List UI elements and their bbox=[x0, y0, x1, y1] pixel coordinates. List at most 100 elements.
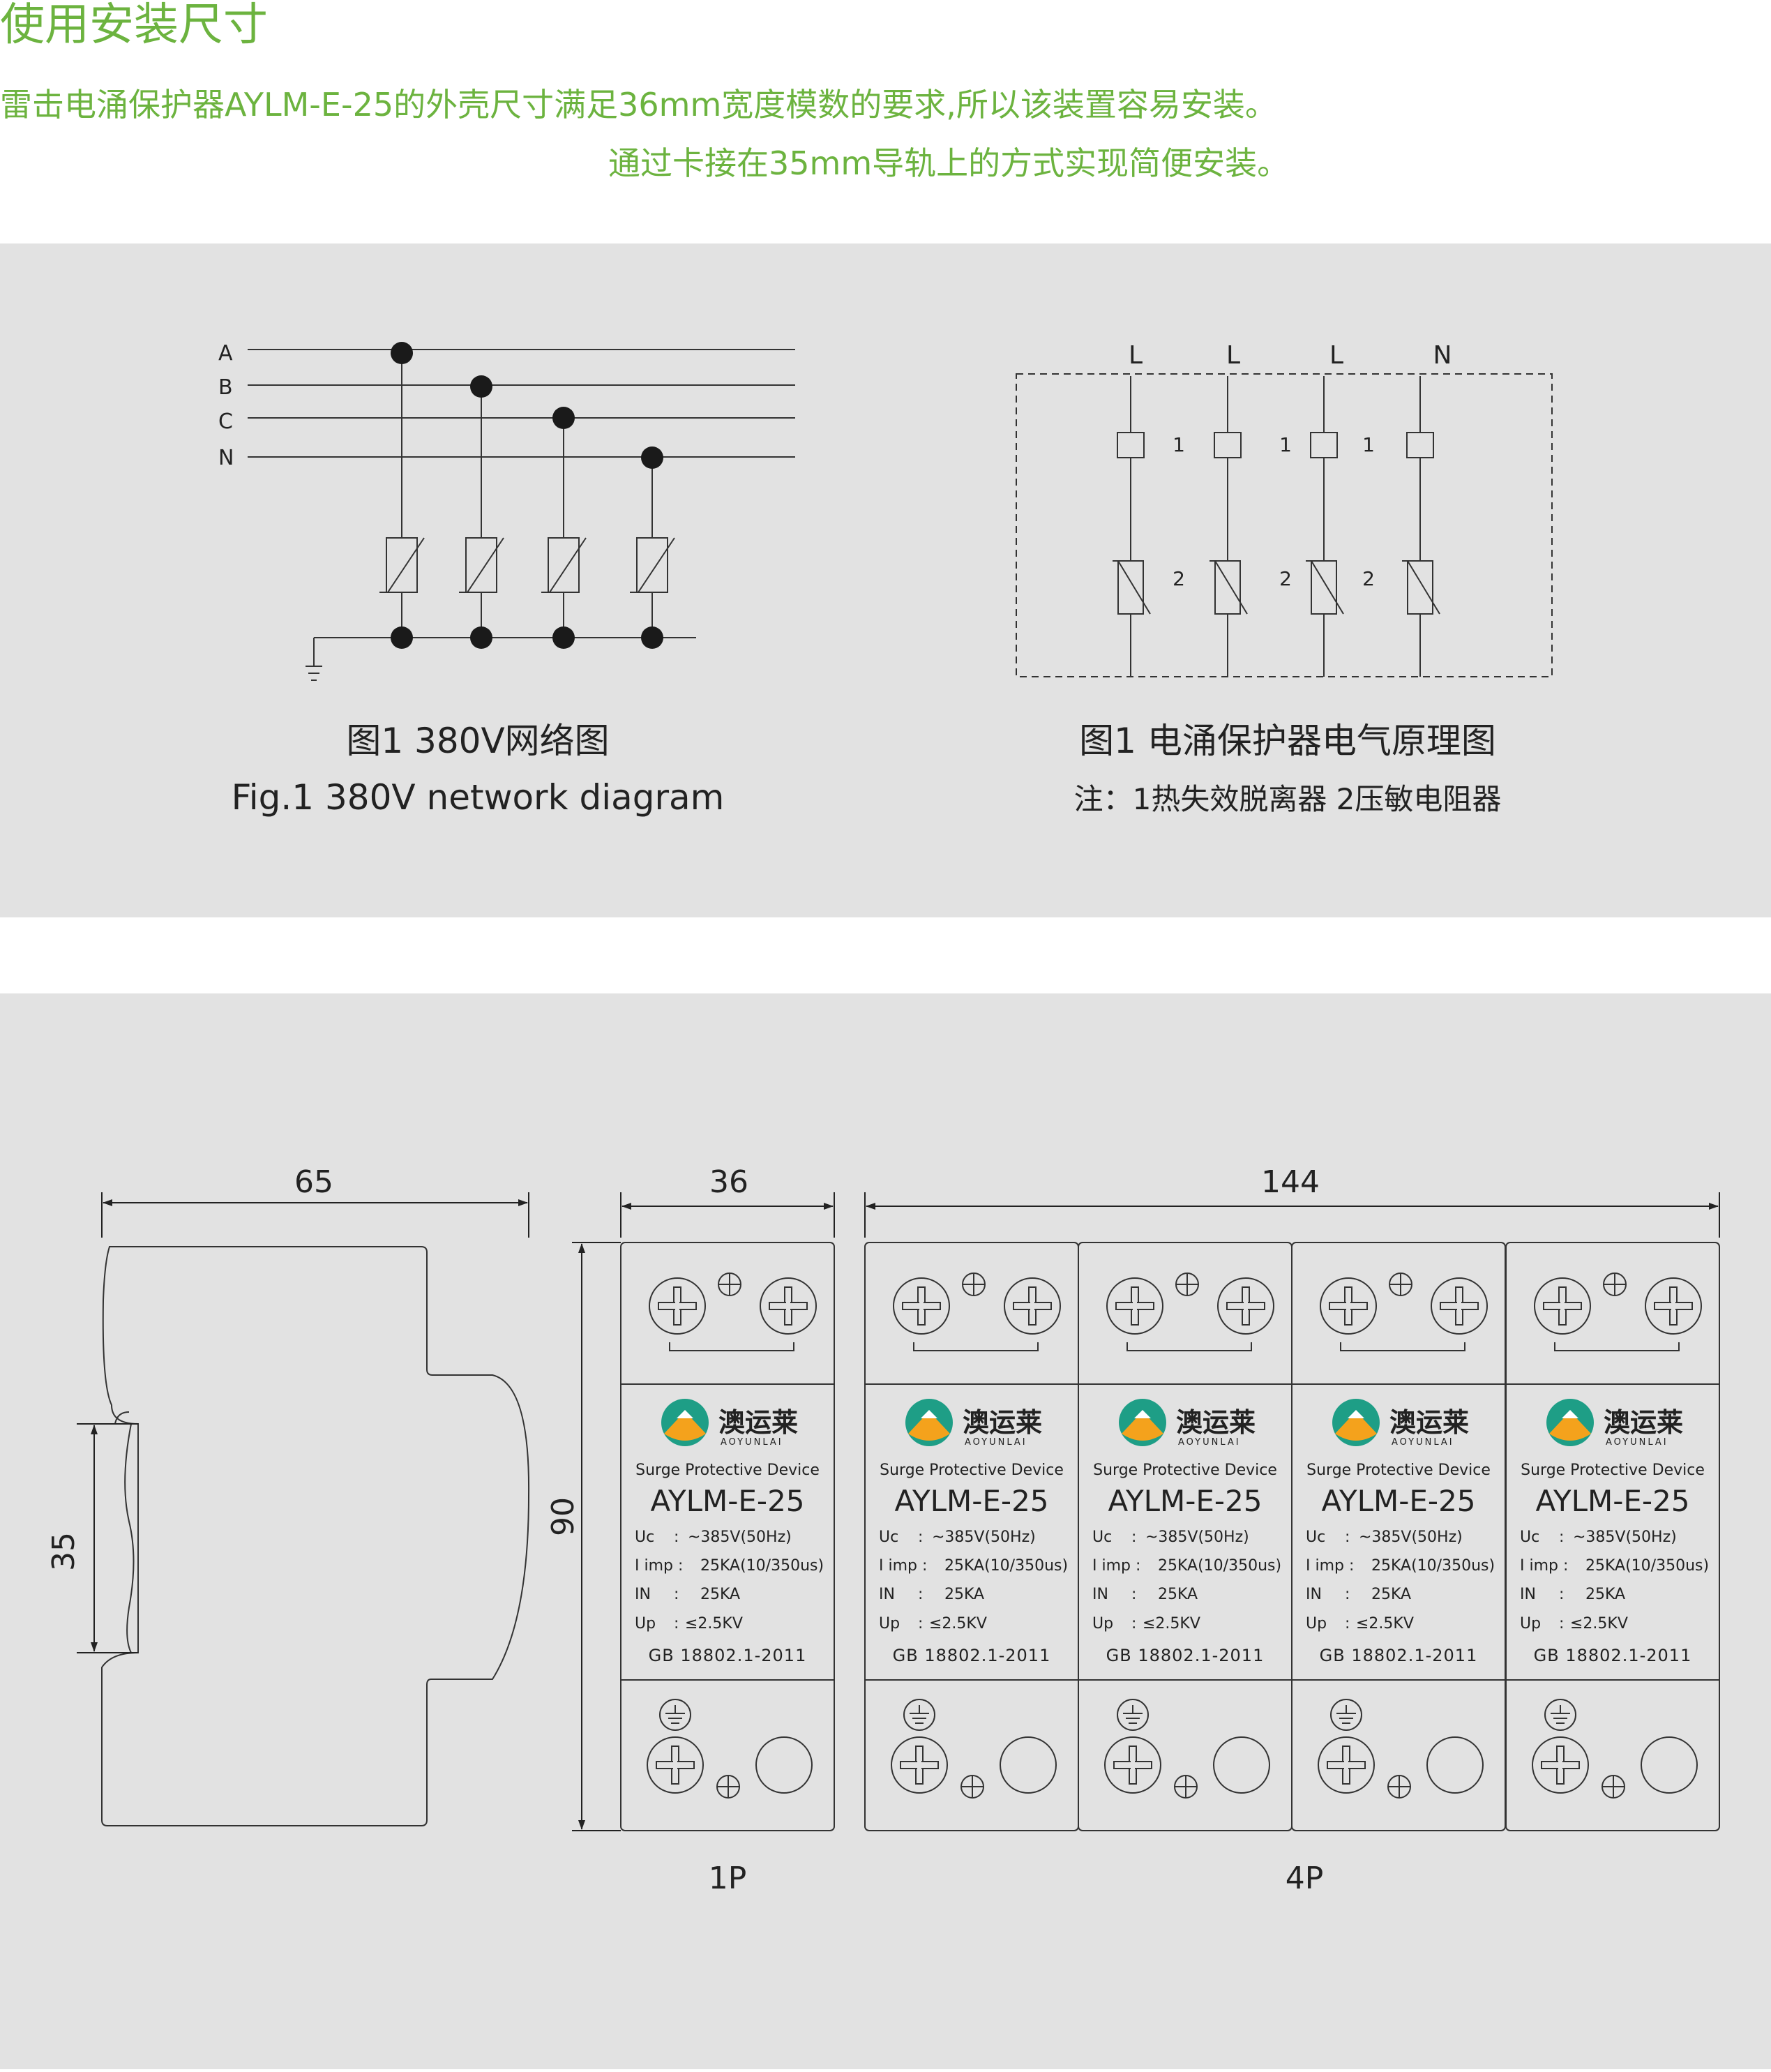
spec-key: IN bbox=[1520, 1586, 1536, 1603]
network-diagram bbox=[248, 349, 795, 681]
device-type: Surge Protective Device bbox=[1093, 1462, 1277, 1479]
spec-value: ~385V(50Hz) bbox=[1145, 1529, 1249, 1546]
dimension-65 bbox=[101, 1192, 529, 1238]
device-type: Surge Protective Device bbox=[1306, 1462, 1491, 1479]
spec-value: ~385V(50Hz) bbox=[1573, 1529, 1677, 1546]
brand-cn: 澳运莱 bbox=[1389, 1407, 1469, 1438]
standard-code: GB 18802.1-2011 bbox=[1106, 1646, 1265, 1665]
module-4p-1: 澳运莱 AOYUNLAI Surge Protective Device AYL… bbox=[864, 1242, 1079, 1831]
standard-code: GB 18802.1-2011 bbox=[893, 1646, 1051, 1665]
brand-cn: 澳运莱 bbox=[718, 1407, 798, 1438]
dimension-36 bbox=[620, 1192, 835, 1238]
intro-line-2: 通过卡接在35mm导轨上的方式实现简便安装。 bbox=[608, 144, 1290, 182]
brand-en: AOYUNLAI bbox=[1392, 1437, 1454, 1448]
spec-sep: : bbox=[922, 1557, 927, 1575]
dimension-144 bbox=[864, 1192, 1720, 1238]
spec-key: Up bbox=[879, 1615, 900, 1632]
dimension-panel: 65 35 36 90 144 澳运莱 AOYUNLAI Surge Prote… bbox=[0, 993, 1771, 2069]
spec-value: 25KA bbox=[700, 1586, 740, 1603]
schematic-label-n: N bbox=[1433, 341, 1452, 370]
dimension-65-label: 65 bbox=[294, 1164, 333, 1200]
brand-cn: 澳运莱 bbox=[963, 1407, 1042, 1438]
brand-cn: 澳运莱 bbox=[1176, 1407, 1256, 1438]
spec-key: I imp bbox=[879, 1557, 917, 1575]
dimension-canvas: 65 35 36 90 144 澳运莱 AOYUNLAI Surge Prote… bbox=[46, 1164, 1720, 1896]
module-1p: 澳运莱 AOYUNLAI Surge Protective Device AYL… bbox=[620, 1242, 835, 1831]
spec-value: ≤2.5KV bbox=[1570, 1615, 1628, 1632]
spec-key: Up bbox=[1520, 1615, 1541, 1632]
brand-logo-icon bbox=[905, 1399, 953, 1446]
spec-key: Uc bbox=[879, 1529, 898, 1546]
fuse-number: 1 bbox=[1279, 433, 1292, 456]
spec-key: I imp bbox=[1520, 1557, 1558, 1575]
schematic-caption: 图1 电涌保护器电气原理图 bbox=[1079, 721, 1496, 761]
network-junction-dots bbox=[391, 342, 663, 649]
model-name: AYLM-E-25 bbox=[1535, 1484, 1689, 1518]
side-view-outline bbox=[101, 1246, 530, 1826]
model-name: AYLM-E-25 bbox=[1108, 1484, 1262, 1518]
spec-key: Uc bbox=[1306, 1529, 1325, 1546]
spec-sep: : bbox=[1563, 1557, 1568, 1575]
spec-sep: : bbox=[1345, 1586, 1350, 1603]
model-name: AYLM-E-25 bbox=[894, 1484, 1048, 1518]
spec-value: 25KA bbox=[1585, 1586, 1625, 1603]
spec-sep: : bbox=[918, 1615, 923, 1632]
label-1p: 1P bbox=[709, 1861, 747, 1896]
spec-key: IN bbox=[1092, 1586, 1108, 1603]
device-type: Surge Protective Device bbox=[1521, 1462, 1705, 1479]
spec-value: ≤2.5KV bbox=[1356, 1615, 1414, 1632]
spec-value: ~385V(50Hz) bbox=[1359, 1529, 1463, 1546]
module-4p-4: 澳运莱 AOYUNLAI Surge Protective Device AYL… bbox=[1505, 1242, 1720, 1831]
standard-code: GB 18802.1-2011 bbox=[1534, 1646, 1692, 1665]
spec-sep: : bbox=[1131, 1529, 1136, 1546]
spec-sep: : bbox=[918, 1529, 923, 1546]
spec-value: ≤2.5KV bbox=[929, 1615, 987, 1632]
spec-sep: : bbox=[1131, 1615, 1136, 1632]
spec-sep: : bbox=[674, 1529, 679, 1546]
spec-value: ~385V(50Hz) bbox=[688, 1529, 792, 1546]
spec-value: 25KA(10/350us) bbox=[1158, 1557, 1281, 1575]
intro-line-1: 雷击电涌保护器AYLM-E-25的外壳尺寸满足36mm宽度模数的要求,所以该装置… bbox=[0, 86, 1277, 123]
phase-label-a: A bbox=[218, 341, 233, 366]
dimension-35-label: 35 bbox=[46, 1532, 82, 1571]
spec-sep: : bbox=[1559, 1586, 1564, 1603]
phase-label-c: C bbox=[218, 410, 233, 434]
spec-value: 25KA(10/350us) bbox=[1371, 1557, 1495, 1575]
spec-value: 25KA bbox=[944, 1586, 984, 1603]
label-4p: 4P bbox=[1286, 1861, 1324, 1896]
schematic-label-l1: L bbox=[1129, 341, 1143, 370]
spec-sep: : bbox=[674, 1586, 679, 1603]
schematic-label-l3: L bbox=[1329, 341, 1343, 370]
schematic-diagram bbox=[1016, 373, 1553, 677]
brand-logo-icon bbox=[1546, 1399, 1594, 1446]
network-caption-en: Fig.1 380V network diagram bbox=[232, 777, 725, 818]
spec-sep: : bbox=[1559, 1615, 1564, 1632]
schematic-note: 注：1热失效脱离器 2压敏电阻器 bbox=[1074, 782, 1502, 816]
spec-key: Up bbox=[1306, 1615, 1327, 1632]
spec-key: IN bbox=[635, 1586, 651, 1603]
spec-key: I imp bbox=[1306, 1557, 1344, 1575]
spec-key: Up bbox=[635, 1615, 656, 1632]
brand-logo-icon bbox=[1119, 1399, 1166, 1446]
spec-sep: : bbox=[918, 1586, 923, 1603]
model-name: AYLM-E-25 bbox=[1321, 1484, 1475, 1518]
dimension-90 bbox=[572, 1242, 621, 1831]
spec-sep: : bbox=[1345, 1615, 1350, 1632]
phase-label-n: N bbox=[218, 446, 234, 470]
dimension-90-label: 90 bbox=[545, 1497, 581, 1536]
spec-key: IN bbox=[1306, 1586, 1322, 1603]
model-name: AYLM-E-25 bbox=[650, 1484, 804, 1518]
brand-logo-icon bbox=[1332, 1399, 1380, 1446]
spec-sep: : bbox=[1131, 1586, 1136, 1603]
varistor-number: 2 bbox=[1362, 567, 1375, 590]
spec-value: ≤2.5KV bbox=[685, 1615, 743, 1632]
module-4p-3: 澳运莱 AOYUNLAI Surge Protective Device AYL… bbox=[1291, 1242, 1506, 1831]
varistor-number: 2 bbox=[1279, 567, 1292, 590]
standard-code: GB 18802.1-2011 bbox=[649, 1646, 807, 1665]
brand-en: AOYUNLAI bbox=[721, 1437, 783, 1448]
brand-logo-icon bbox=[661, 1399, 709, 1446]
diagram-panel: A B C N 图1 380V网络图 Fig.1 380V network di… bbox=[0, 243, 1771, 917]
spec-key: Up bbox=[1092, 1615, 1113, 1632]
brand-en: AOYUNLAI bbox=[1606, 1437, 1668, 1448]
dimension-36-label: 36 bbox=[709, 1164, 748, 1200]
